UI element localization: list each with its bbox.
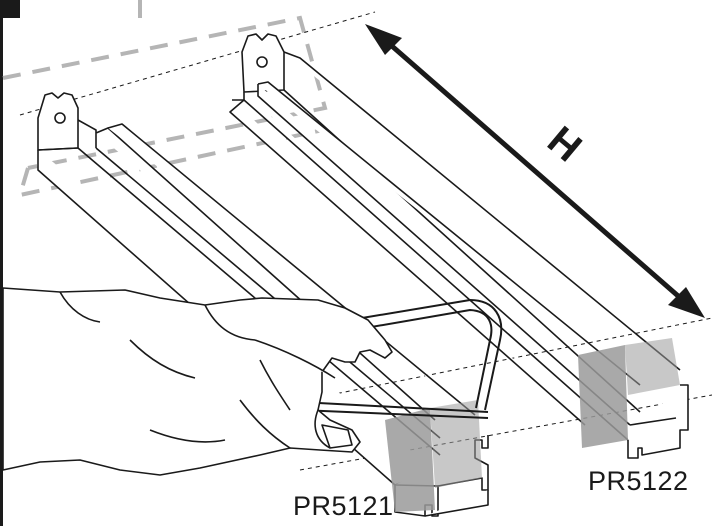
cut-zone-pr5121-side (430, 400, 482, 488)
cut-zone-pr5121 (385, 408, 435, 512)
part-label-pr5121: PR5121 (293, 491, 394, 521)
hand-icon (2, 287, 393, 476)
frame-border (0, 0, 3, 526)
dimension-arrow-icon (365, 24, 705, 318)
cut-zone-pr5122-side (625, 338, 680, 395)
cut-zone-pr5122 (578, 345, 628, 448)
part-label-pr5122: PR5122 (588, 466, 689, 496)
dimension-label: H (539, 118, 589, 170)
step-corner-block (0, 0, 20, 18)
template-outline (2, 0, 328, 198)
rail-pr5122 (229, 33, 689, 459)
